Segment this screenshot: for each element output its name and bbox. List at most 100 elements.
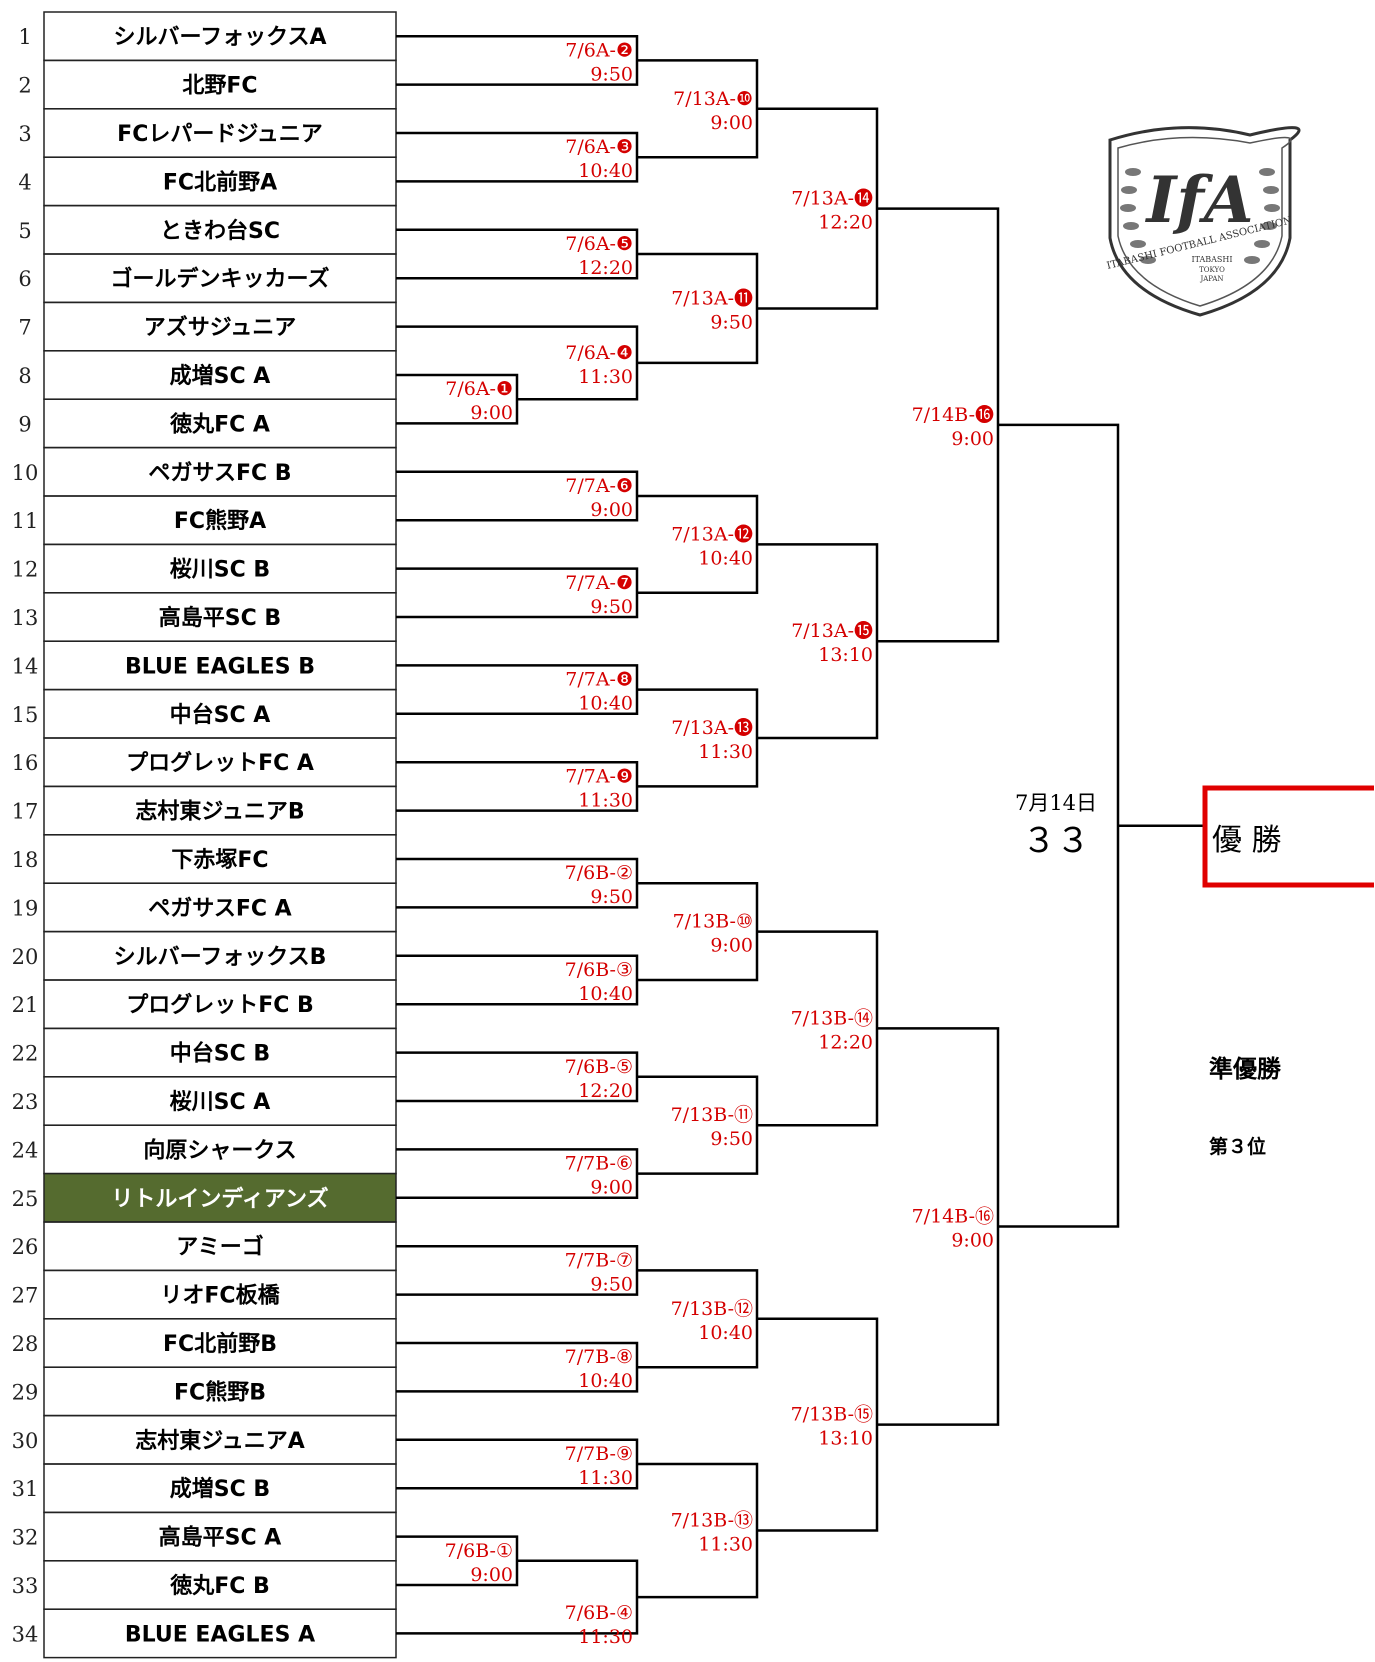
team-number: 2: [18, 74, 31, 98]
match-time-m-a10: 9:00: [710, 112, 753, 134]
match-label-m-a11: 7/13A-⓫: [671, 287, 753, 309]
team-number: 21: [12, 993, 39, 1017]
match-label-m-a6: 7/7A-❻: [565, 475, 633, 497]
match-label-m-b15: 7/13B-⑮: [791, 1404, 873, 1426]
match-label-m-a2: 7/6A-❷: [565, 39, 633, 61]
team-number: 27: [12, 1284, 39, 1308]
match-time-m-a1: 9:00: [470, 402, 513, 424]
match-time-m-b13: 11:30: [698, 1534, 753, 1556]
match-time-m-b3: 10:40: [578, 983, 633, 1005]
team-name: 下赤塚FC: [171, 848, 268, 873]
match-time-m-b7: 9:50: [590, 1273, 633, 1295]
match-time-m-a4: 11:30: [578, 366, 633, 388]
team-name: FCレパードジュニア: [117, 122, 323, 147]
team-name: ときわ台SC: [160, 218, 280, 244]
team-number: 28: [12, 1332, 39, 1356]
shield-icon: [1108, 126, 1301, 317]
match-time-m-a9: 11:30: [578, 789, 633, 811]
match-label-m-a16: 7/14B-⓰: [912, 404, 994, 426]
team-number: 17: [12, 800, 39, 824]
team-number: 14: [12, 654, 39, 678]
team-name: アミーゴ: [176, 1234, 264, 1260]
match-label-m-b11: 7/13B-⑪: [671, 1104, 753, 1126]
team-number: 8: [18, 364, 31, 388]
team-number: 7: [18, 316, 31, 340]
team-number: 19: [12, 896, 39, 920]
logo-monogram: IfA: [1144, 163, 1253, 238]
team-number: 16: [12, 751, 39, 775]
team-name: アズサジュニア: [144, 315, 296, 341]
laurel-right-icon: [1244, 168, 1280, 264]
match-label-m-a7: 7/7A-❼: [565, 572, 633, 594]
team-number: 6: [18, 267, 31, 291]
match-time-m-b4: 11:30: [578, 1626, 633, 1648]
match-time-m-a3: 10:40: [578, 160, 633, 182]
team-name: 向原シャークス: [143, 1137, 296, 1163]
team-number: 32: [12, 1526, 39, 1550]
match-label-m-b14: 7/13B-⑭: [791, 1007, 873, 1029]
match-label-m-b4: 7/6B-④: [565, 1602, 633, 1624]
laurel-left-icon: [1120, 168, 1156, 264]
match-time-m-b6: 9:00: [590, 1177, 633, 1199]
team-number: 10: [12, 461, 39, 485]
team-number: 3: [18, 122, 31, 146]
team-number: 24: [12, 1138, 39, 1162]
team-name: 志村東ジュニアB: [135, 800, 304, 825]
logo-sub3: JAPAN: [1199, 275, 1223, 283]
match-label-m-a3: 7/6A-❸: [565, 136, 633, 158]
match-time-m-a11: 9:50: [710, 311, 753, 333]
runner-up-label: 準優勝: [1209, 1055, 1282, 1083]
final-date: 7月14日: [1015, 791, 1097, 815]
team-name: FC熊野A: [174, 508, 266, 534]
match-label-m-b16: 7/14B-⑯: [912, 1206, 994, 1228]
team-name: 志村東ジュニアA: [135, 1429, 305, 1454]
match-time-m-b1: 9:00: [470, 1564, 513, 1586]
bracket-lines: [396, 34, 1205, 1635]
team-name: リオFC板橋: [160, 1284, 280, 1309]
logo-sub2: TOKYO: [1199, 266, 1225, 274]
team-number: 15: [12, 703, 39, 727]
team-name: 桜川SC B: [170, 558, 270, 583]
team-number: 25: [12, 1187, 39, 1211]
match-label-m-b9: 7/7B-⑨: [565, 1443, 633, 1465]
team-number: 34: [12, 1622, 39, 1646]
team-number: 23: [12, 1090, 39, 1114]
match-time-m-a12: 10:40: [698, 547, 753, 569]
match-labels: 7/6A-❶9:007/6A-❷9:507/6A-❸10:407/6A-❺12:…: [445, 39, 994, 1648]
match-label-m-b8: 7/7B-⑧: [565, 1346, 633, 1368]
team-number: 13: [12, 606, 39, 630]
match-time-m-a7: 9:50: [590, 596, 633, 618]
match-time-m-a14: 12:20: [818, 212, 873, 234]
match-label-m-a13: 7/13A-⓭: [671, 717, 753, 739]
team-number: 11: [12, 509, 39, 533]
team-number: 20: [12, 945, 39, 969]
match-time-m-b10: 9:00: [710, 935, 753, 957]
team-name: ゴールデンキッカーズ: [111, 266, 330, 292]
team-number: 12: [12, 558, 39, 582]
match-time-m-a6: 9:00: [590, 499, 633, 521]
match-time-m-b2: 9:50: [590, 886, 633, 908]
match-label-m-b6: 7/7B-⑥: [565, 1153, 633, 1175]
team-number: 5: [18, 219, 31, 243]
match-time-m-b11: 9:50: [710, 1128, 753, 1150]
team-name: 徳丸FC A: [169, 411, 270, 437]
match-label-m-a15: 7/13A-⓯: [791, 620, 873, 642]
match-time-m-a5: 12:20: [578, 257, 633, 279]
match-label-m-a5: 7/6A-❺: [565, 233, 633, 255]
team-name: 成増SC A: [170, 363, 271, 389]
team-number: 1: [18, 25, 31, 49]
team-name: FC北前野A: [163, 169, 277, 195]
match-label-m-b5: 7/6B-⑤: [565, 1056, 633, 1078]
team-row-highlight: [44, 1173, 396, 1222]
team-name: シルバーフォックスA: [113, 25, 326, 50]
team-number: 33: [12, 1574, 39, 1598]
match-time-m-b8: 10:40: [578, 1370, 633, 1392]
team-name: 高島平SC B: [159, 605, 281, 631]
team-name: BLUE EAGLES A: [125, 1622, 315, 1647]
match-time-m-a16: 9:00: [951, 428, 994, 450]
team-name: 徳丸FC B: [169, 1573, 270, 1599]
match-label-m-b10: 7/13B-⑩: [673, 911, 753, 933]
